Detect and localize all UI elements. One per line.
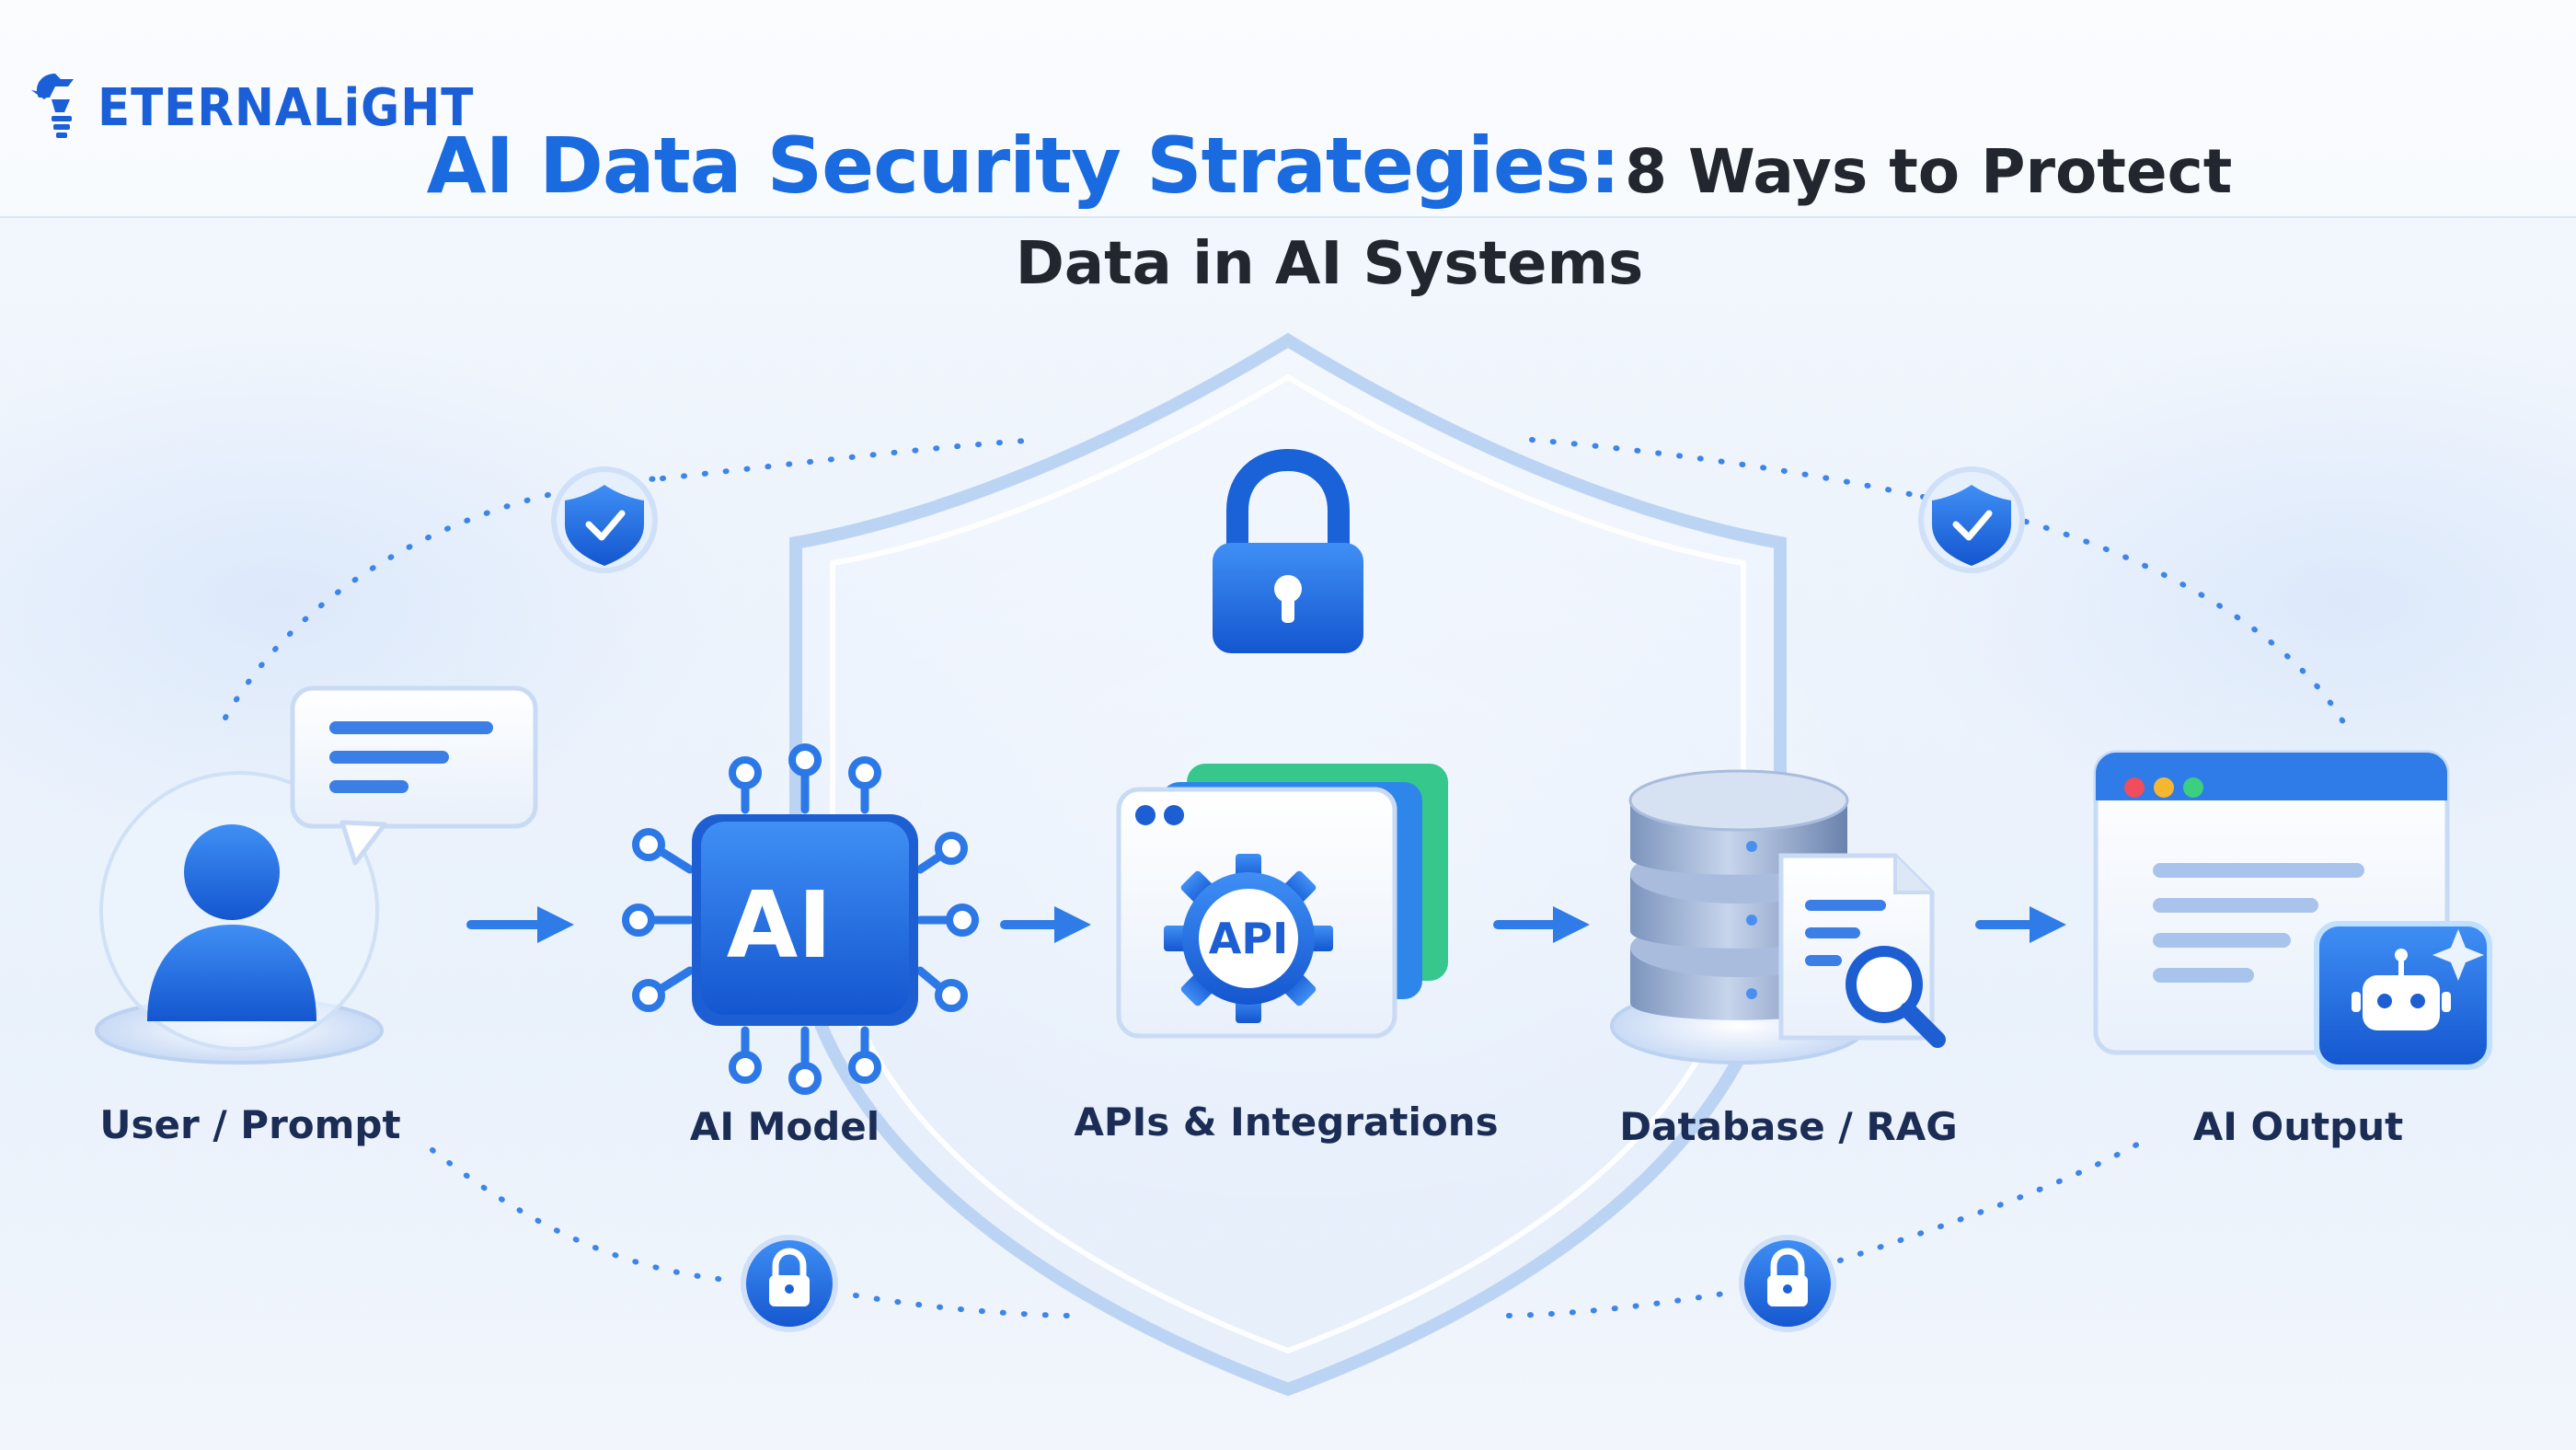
node-label-api: APIs & Integrations [1074, 1099, 1499, 1145]
api-gear-icon: API [1116, 764, 1448, 1039]
shield-check-icon-left [551, 466, 658, 573]
brand-logo: ETERNALiGHT [28, 66, 507, 149]
node-label-output: AI Output [2192, 1104, 2404, 1149]
chip-label: AI [727, 871, 833, 979]
small-lock-icon-left [741, 1235, 838, 1332]
title-rest: 8 Ways to Protect [1625, 136, 2233, 207]
dotted-orbit [223, 437, 2349, 1318]
node-label-db: Database / RAG [1619, 1104, 1958, 1149]
api-badge-label: API [1209, 914, 1288, 963]
lightbulb-logo-icon [31, 74, 74, 138]
ai-chip-icon: AI [622, 743, 979, 1095]
title-highlight: AI Data Security Strategies: [426, 121, 1621, 211]
page-title: AI Data Security Strategies: 8 Ways to P… [0, 120, 2576, 213]
user-chat-icon [95, 685, 538, 1064]
page-subtitle: Data in AI Systems [1015, 230, 1644, 298]
database-search-icon [1610, 769, 1946, 1064]
small-lock-icon-right [1739, 1235, 1836, 1332]
browser-robot-icon [2093, 750, 2492, 1070]
shield-check-icon-right [1918, 466, 2025, 573]
header-band [0, 0, 2576, 218]
padlock-icon [1213, 448, 1363, 653]
node-label-model: AI Model [689, 1104, 880, 1149]
node-label-user: User / Prompt [99, 1102, 401, 1147]
brand-name: ETERNALiGHT [98, 77, 475, 138]
